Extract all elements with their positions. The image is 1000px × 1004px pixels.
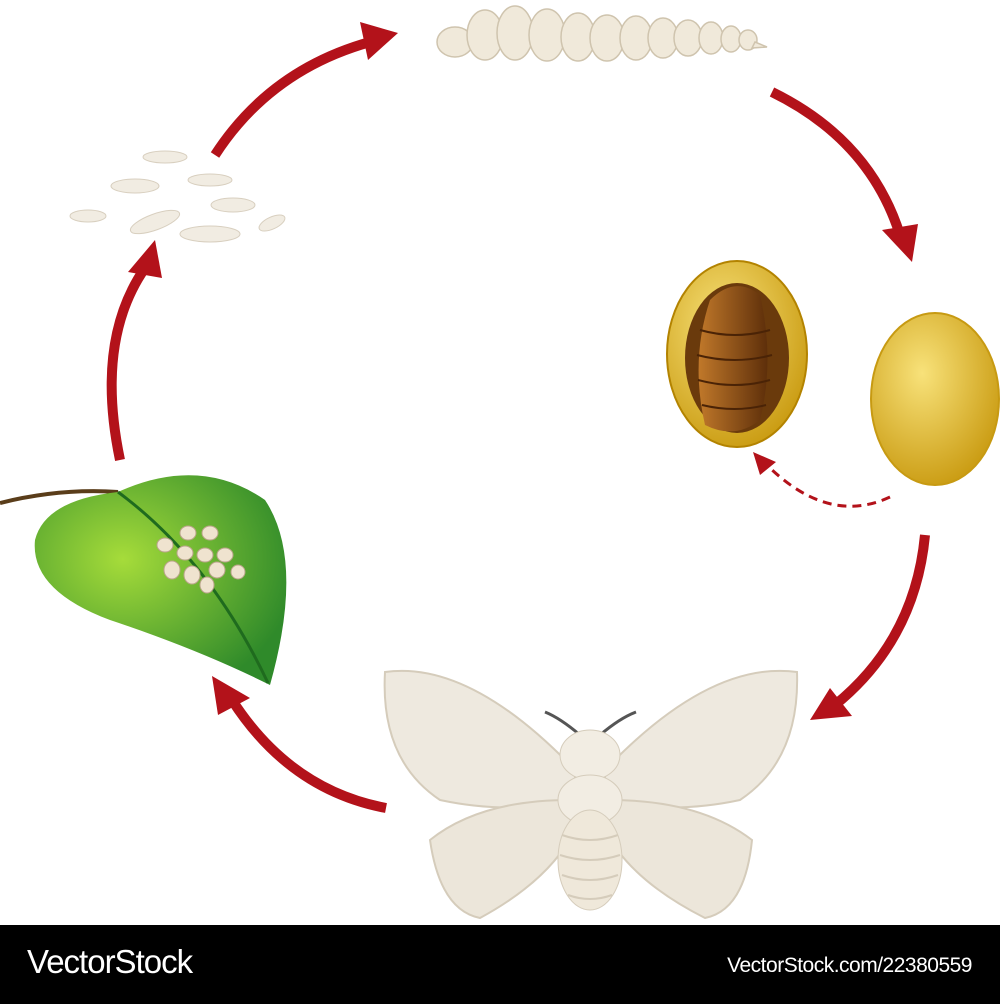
watermark-url: VectorStock.com/22380559 [727,954,972,977]
arrow-cocoon-to-moth [810,534,930,720]
arrow-larvae-to-silkworm [210,22,398,158]
open-cocoon-with-pupa [666,260,808,448]
arrow-leaf-to-larvae [106,240,162,462]
watermark-bar: VectorStock VectorStock.com/22380559 [0,925,1000,1004]
watermark-logo: VectorStock [27,943,193,980]
closed-cocoon [870,312,1000,486]
diagram-canvas [0,5,1000,920]
dashed-arrow-cocoon-to-pupa [753,452,891,508]
silkworm [436,5,768,62]
leaf-with-eggs [0,475,287,685]
larvae [69,150,286,243]
arrow-silkworm-to-cocoon [769,87,918,262]
silk-moth [383,669,799,920]
arrow-moth-to-leaf [212,676,387,813]
